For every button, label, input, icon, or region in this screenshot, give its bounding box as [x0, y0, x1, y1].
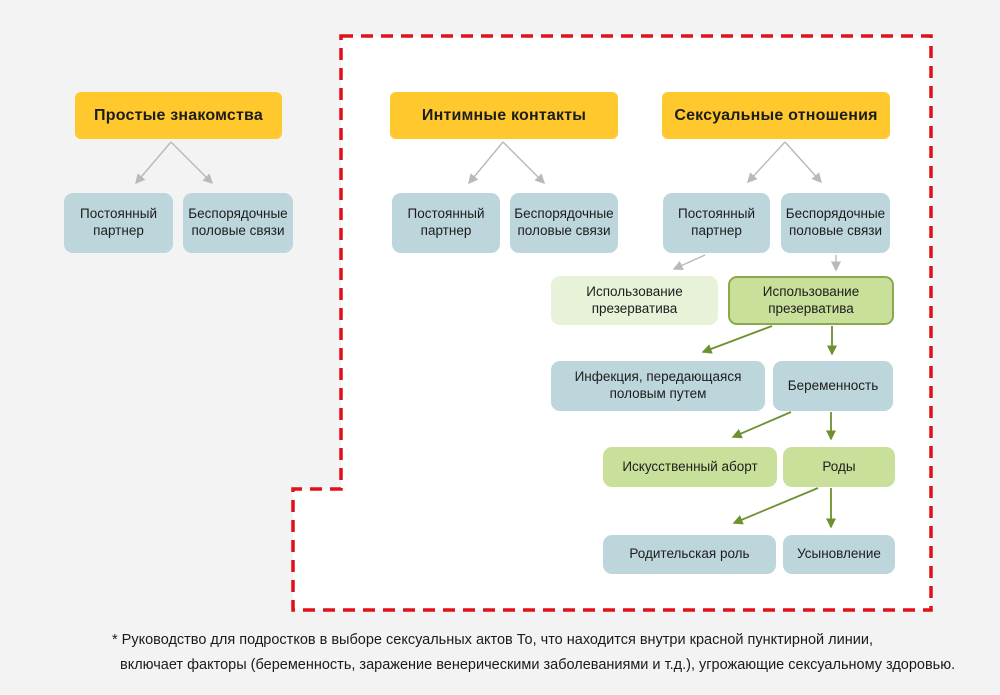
node-abortion: Искусственный аборт: [603, 447, 777, 487]
node-adoption: Усыновление: [783, 535, 895, 574]
arrow-condom-to-sti: [701, 325, 773, 354]
node-intimate-contacts: Интимные контакты: [390, 92, 618, 139]
arrow-acquaintances-to-promiscuous: [170, 141, 214, 185]
arrow-acquaintances-to-partner: [135, 141, 172, 185]
node-parental-role: Родительская роль: [603, 535, 776, 574]
arrow-intimate-to-promiscuous: [502, 141, 546, 185]
node-simple-acquaintances: Простые знакомства: [75, 92, 282, 139]
footnote-line-1: * Руководство для подростков в выборе се…: [112, 632, 873, 648]
node-condom-use-safe: Использование презерватива: [551, 276, 718, 325]
node-int-promiscuous: Беспорядочные половые связи: [510, 193, 618, 253]
node-int-permanent-partner: Постоянный партнер: [392, 193, 500, 253]
arrow-partner-to-condom: [672, 254, 706, 271]
arrow-childbirth-to-parental: [732, 487, 819, 525]
arrow-sexual-to-partner: [746, 141, 786, 184]
node-acq-permanent-partner: Постоянный партнер: [64, 193, 173, 253]
footnote-line-2: включает факторы (беременность, заражени…: [120, 657, 956, 673]
node-sex-permanent-partner: Постоянный партнер: [663, 193, 770, 253]
node-pregnancy: Беременность: [773, 361, 893, 411]
arrow-sexual-to-promiscuous: [784, 141, 823, 184]
node-sex-promiscuous: Беспорядочные половые связи: [781, 193, 890, 253]
arrow-intimate-to-partner: [468, 141, 504, 185]
node-condom-use-risk: Использование презерватива: [728, 276, 894, 325]
node-sti: Инфекция, передающаяся половым путем: [551, 361, 765, 411]
node-childbirth: Роды: [783, 447, 895, 487]
arrow-pregnancy-to-abortion: [731, 411, 792, 439]
node-acq-promiscuous: Беспорядочные половые связи: [183, 193, 293, 253]
node-sexual-relations: Сексуальные отношения: [662, 92, 890, 139]
